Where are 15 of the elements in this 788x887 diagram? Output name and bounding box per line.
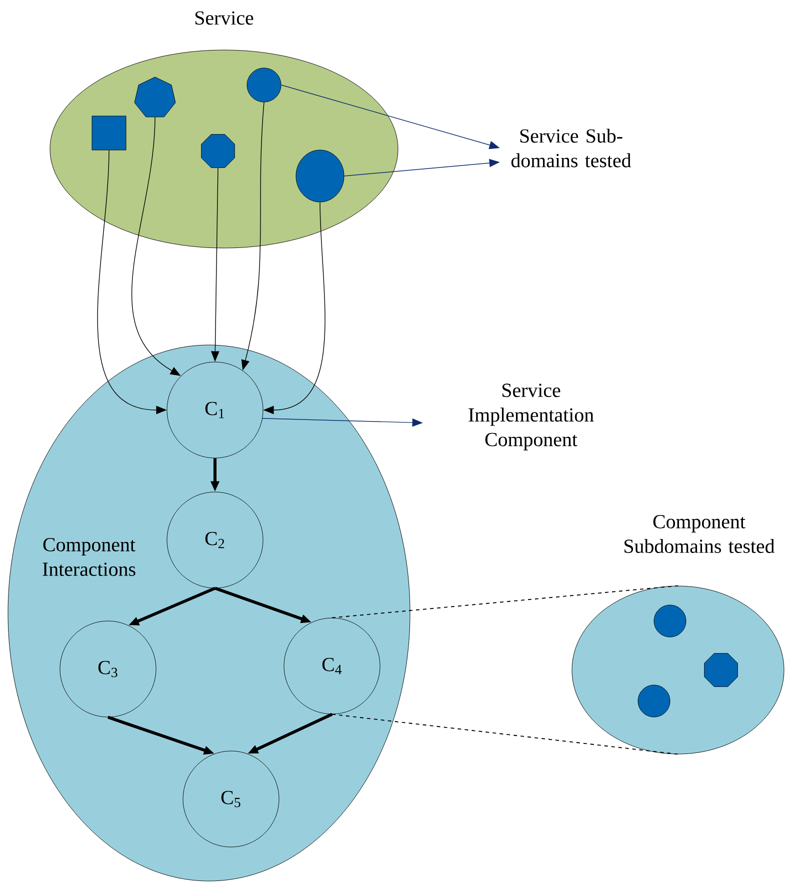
zoom-line [332, 585, 678, 618]
heading: Component Subdomains tested [624, 515, 775, 553]
circle-icon [638, 684, 670, 718]
zoom-line [332, 714, 678, 755]
octagon-icon [201, 134, 235, 168]
circle-icon [296, 150, 344, 202]
square-icon [92, 116, 126, 150]
octagon-icon [704, 653, 738, 687]
heptagon-icon [134, 76, 176, 118]
circle-icon [654, 604, 686, 638]
annotation-text: Service Sub-domains tested [511, 128, 632, 168]
annotation-text: Service Implementation Component [468, 384, 594, 450]
heading: Service [195, 11, 254, 25]
heading: Component Interactions [42, 538, 136, 576]
circle-icon [246, 68, 282, 102]
